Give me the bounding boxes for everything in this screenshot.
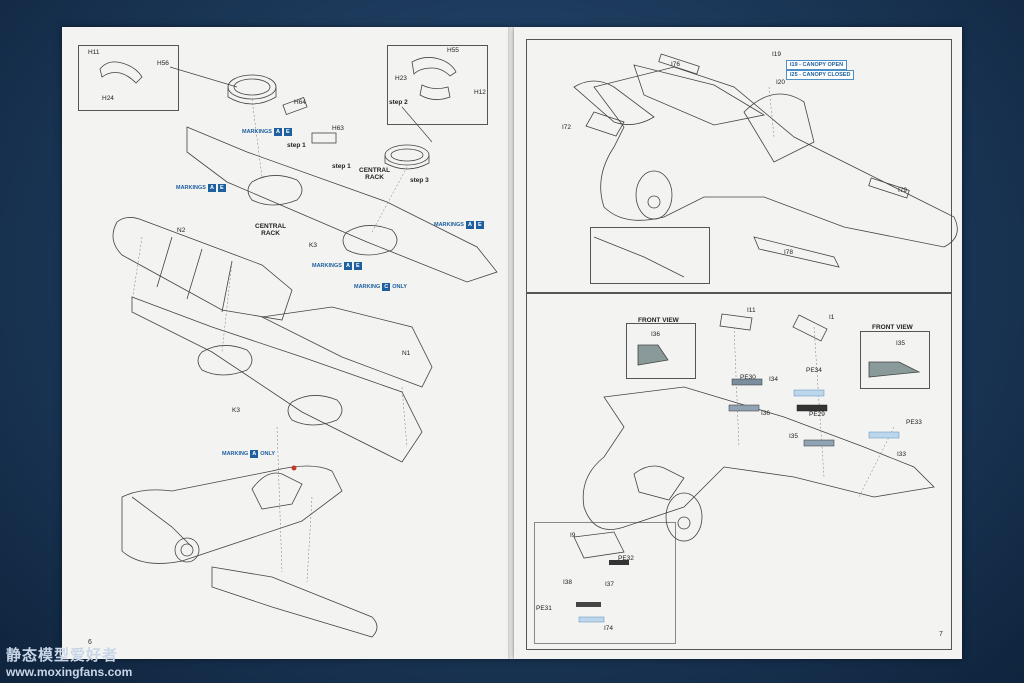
part-h24: H24: [102, 95, 114, 102]
part-pe34: PE34: [806, 367, 822, 374]
right-page-drawing: [573, 53, 958, 623]
part-h55: H55: [447, 47, 459, 54]
step-frame-bottom: [526, 293, 952, 650]
inset-frame-right: [387, 45, 488, 125]
central-rack-label: CENTRAL RACK: [359, 167, 391, 181]
part-pe29: PE29: [809, 411, 825, 418]
part-pe32: PE32: [618, 555, 634, 562]
part-i1: I1: [829, 314, 835, 321]
part-i19: I19: [772, 51, 782, 58]
part-i35: I35: [896, 340, 906, 347]
part-i78: I78: [784, 249, 794, 256]
part-i11: I11: [747, 307, 756, 314]
part-i33: I33: [897, 451, 907, 458]
front-view-frame-1: [626, 323, 696, 379]
central-rack-label: CENTRAL RACK: [255, 223, 287, 237]
front-view-frame-2: [860, 331, 930, 389]
instruction-page-left: H11 H56 H24 H55 H23 H12 H64 H63 step 1 s…: [62, 27, 510, 659]
part-i76: I76: [671, 61, 681, 68]
part-pe31: PE31: [536, 605, 552, 612]
part-pe33: PE33: [906, 419, 922, 426]
part-i72: I72: [562, 124, 572, 131]
book-gutter: [508, 27, 516, 659]
watermark-logo: 静态模型爱好者: [6, 647, 119, 664]
instruction-page-right: I76 I72 I79 I78 I19 I20 I19 - CANOPY OPE…: [514, 27, 962, 659]
part-k3: K3: [232, 407, 240, 414]
front-view-label: FRONT VIEW: [638, 317, 679, 324]
page-number: 7: [939, 631, 943, 638]
step-label: step 1: [332, 163, 351, 170]
left-page-drawing: [99, 57, 498, 638]
part-i35: I35: [789, 433, 799, 440]
part-h12: H12: [474, 89, 486, 96]
part-i38: I38: [563, 579, 573, 586]
canopy-closed-note: I25 - CANOPY CLOSED: [786, 70, 855, 80]
part-i74: I74: [604, 625, 614, 632]
part-n1: N1: [402, 350, 411, 357]
part-i37: I37: [605, 581, 615, 588]
part-h63: H63: [332, 125, 344, 132]
front-view-label: FRONT VIEW: [872, 324, 913, 331]
part-h64: H64: [294, 99, 306, 106]
part-pe30: PE30: [740, 374, 756, 381]
part-i36: I36: [761, 410, 771, 417]
part-h23: H23: [395, 75, 407, 82]
step-label: step 3: [410, 177, 429, 184]
part-i20: I20: [776, 79, 786, 86]
part-n2: N2: [177, 227, 186, 234]
part-i9: I9: [570, 532, 576, 539]
step-frame-top: [526, 39, 952, 293]
canopy-open-note: I19 - CANOPY OPEN: [786, 60, 848, 70]
watermark-url: www.moxingfans.com: [6, 665, 133, 679]
part-h56: H56: [157, 60, 169, 67]
part-h11: H11: [88, 49, 100, 56]
inset-frame-left: [78, 45, 179, 111]
part-i79: I79: [898, 187, 908, 194]
part-k3: K3: [309, 242, 317, 249]
detail-frame: [590, 227, 710, 284]
page-number: 6: [88, 639, 92, 646]
part-i36: I36: [651, 331, 661, 338]
canopy-detail-frame: [534, 522, 676, 644]
step-label: step 2: [389, 99, 408, 106]
step-label: step 1: [287, 142, 306, 149]
part-i34: I34: [769, 376, 779, 383]
